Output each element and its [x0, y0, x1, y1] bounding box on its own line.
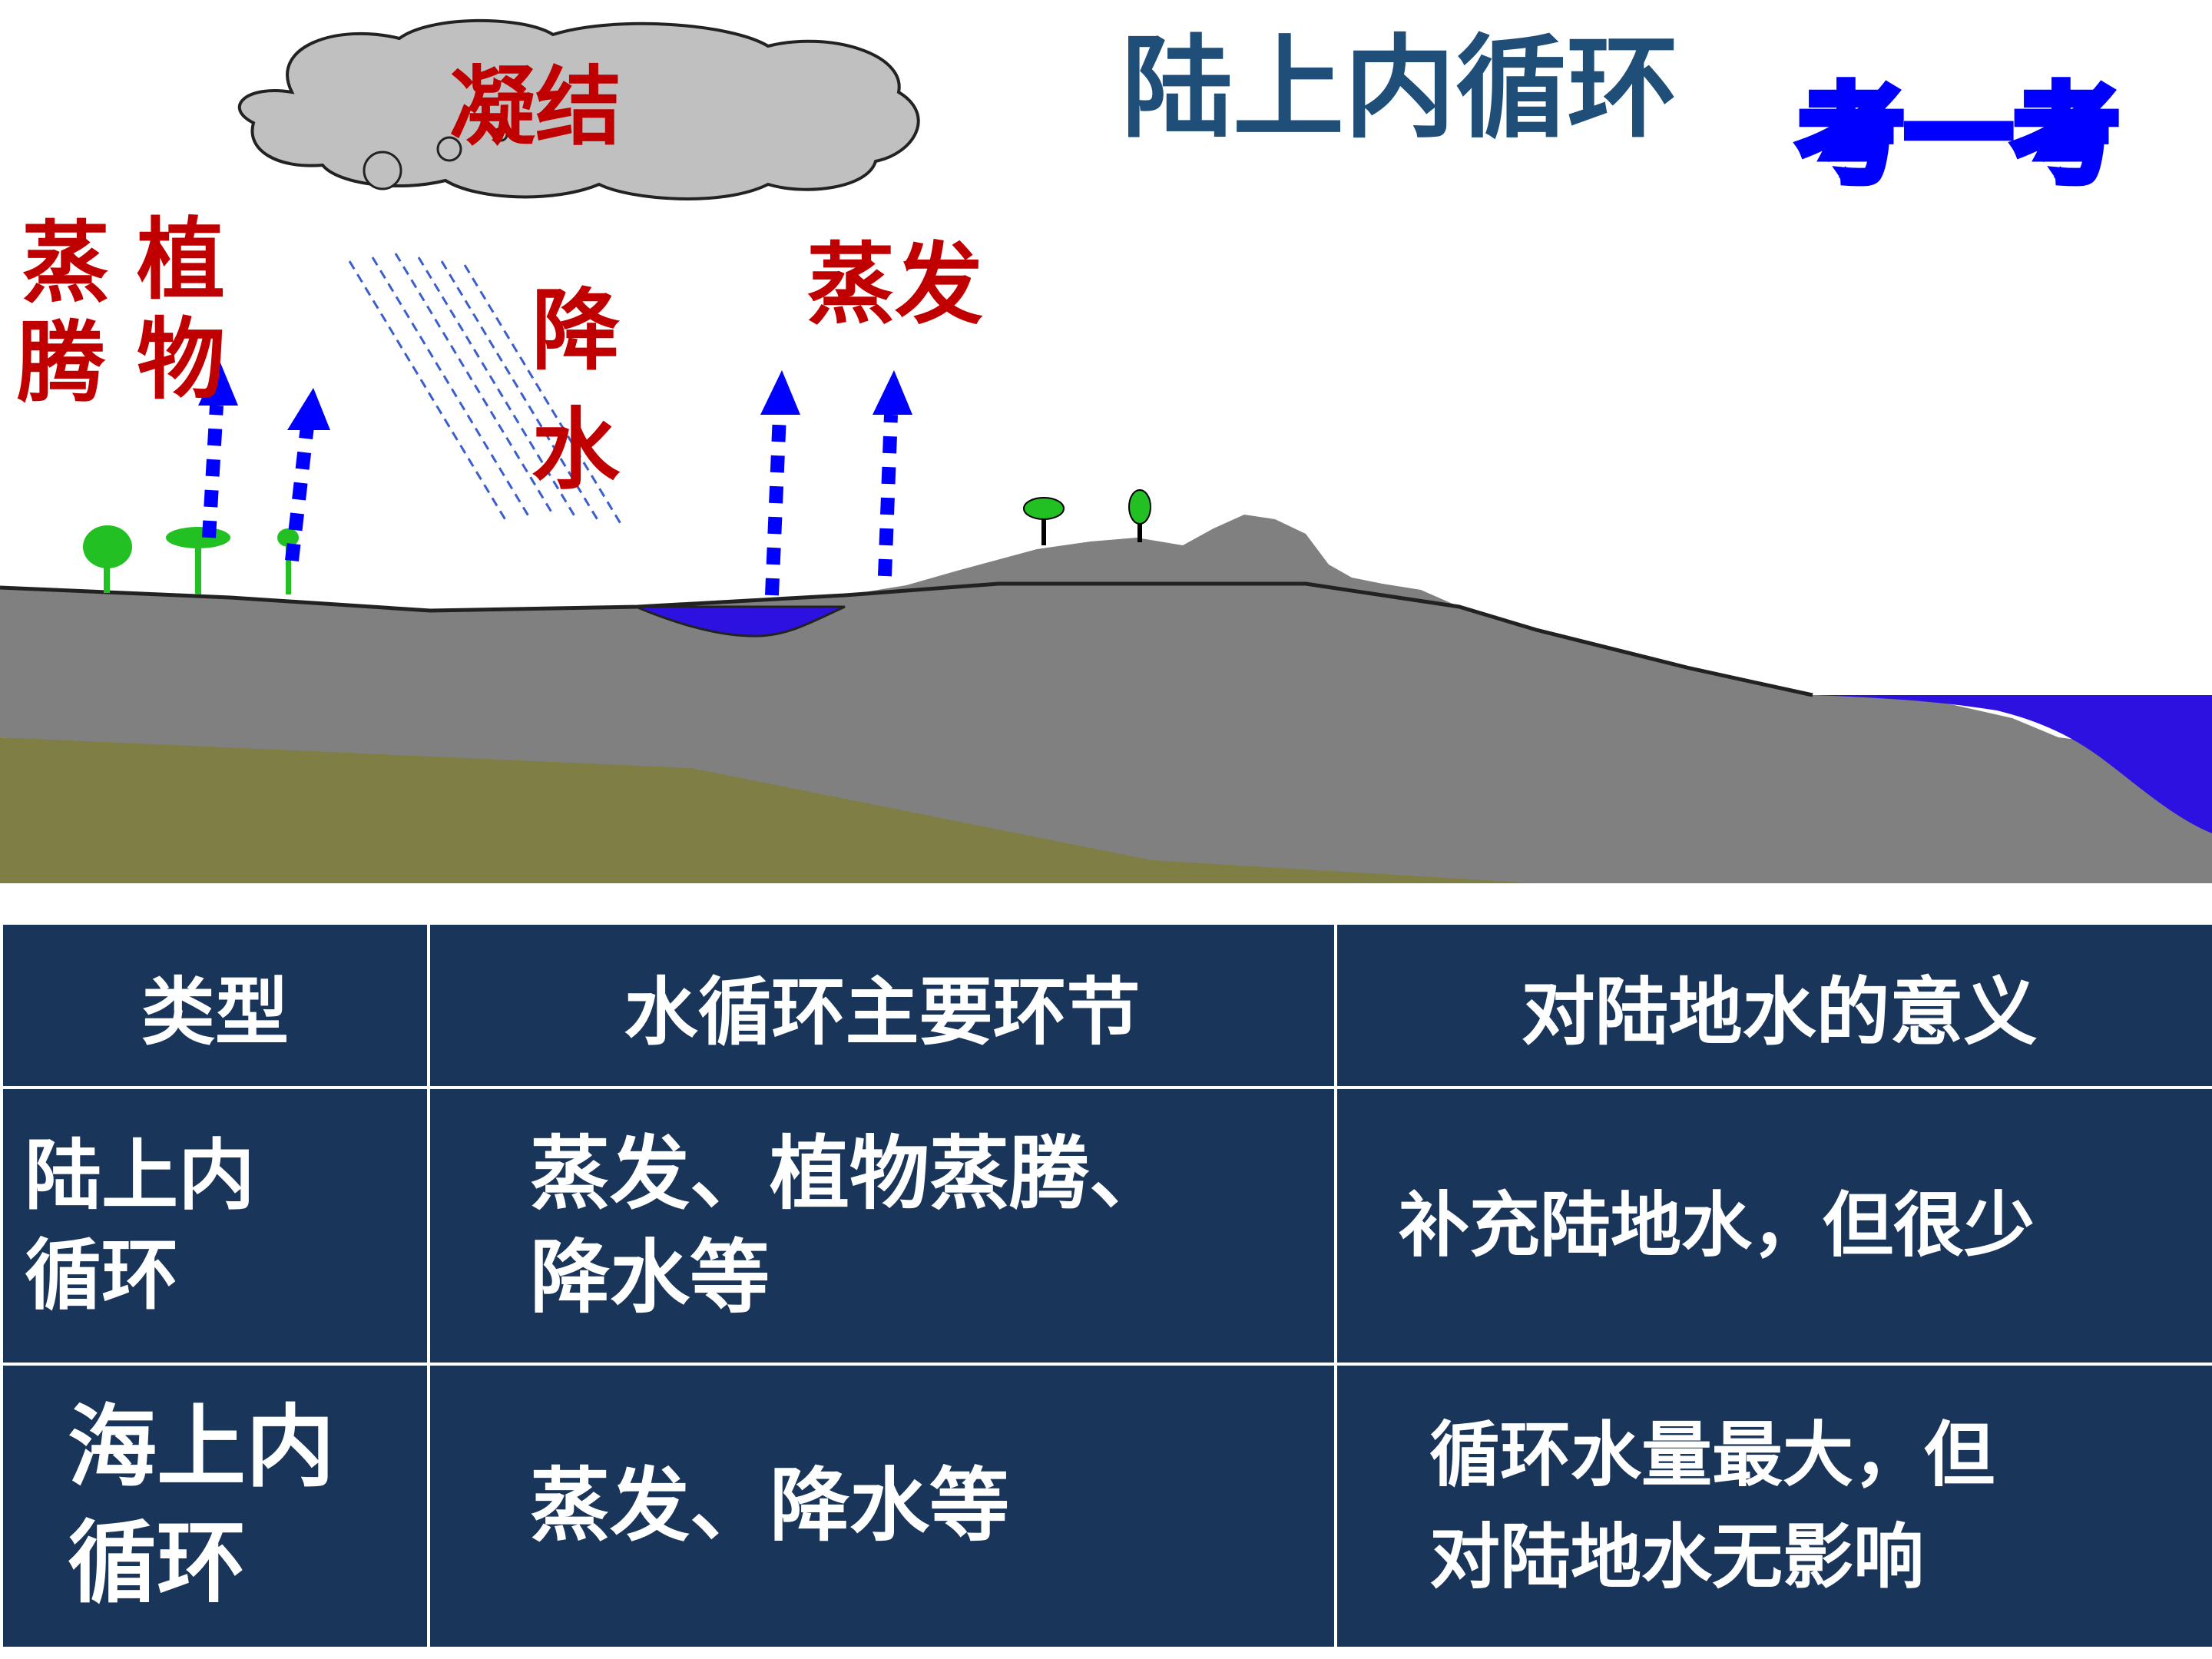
cell-line: 补充陆地水，但很少	[1399, 1184, 2035, 1267]
tree-icon	[277, 528, 299, 594]
plant-label-line2: 物	[137, 308, 225, 412]
header-type: 类型	[0, 922, 430, 1089]
cell-line: 循环	[25, 1230, 178, 1320]
cloud-bubble	[363, 151, 402, 190]
water-cycle-diagram: 凝结 蒸 腾 植 物 降 水 蒸发 陆上内循环 考一考	[0, 18, 2212, 883]
transpiration-label-line2: 腾	[17, 311, 106, 415]
tree-icon	[1128, 489, 1151, 542]
transpiration-label-line1: 蒸	[22, 211, 110, 315]
cell-meaning: 循环水量最大，但 对陆地水无影响	[1334, 1363, 2212, 1650]
tree-icon	[83, 525, 132, 593]
cloud-bubble	[436, 136, 462, 162]
table-row: 陆上内 循环 蒸发、植物蒸腾、 降水等 补充陆地水，但很少	[0, 1086, 2212, 1366]
rain-lines	[348, 253, 624, 527]
summary-table: 类型 水循环主要环节 对陆地水的意义 陆上内 循环 蒸发、植物蒸腾、 降水等 补…	[0, 922, 2212, 1650]
cell-line: 循环	[68, 1512, 246, 1615]
plant-label-line1: 植	[137, 208, 225, 312]
land-outline	[0, 581, 1813, 697]
land-surface	[0, 515, 2212, 883]
up-arrow-icon	[873, 370, 912, 577]
cell-line: 海上内	[68, 1396, 335, 1500]
cell-links: 蒸发、降水等	[427, 1363, 1337, 1650]
tree-icon	[1023, 497, 1065, 545]
up-arrow-icon	[285, 388, 330, 562]
tree-icon	[166, 527, 230, 594]
cell-links: 蒸发、植物蒸腾、 降水等	[427, 1086, 1337, 1366]
cell-line: 蒸发、降水等	[530, 1459, 1010, 1553]
table-row: 海上内 循环 蒸发、降水等 循环水量最大，但 对陆地水无影响	[0, 1363, 2212, 1650]
cloud-icon	[237, 18, 920, 200]
cell-type: 海上内 循环	[0, 1363, 430, 1650]
evaporation-label: 蒸发	[806, 233, 983, 336]
table-header-row: 类型 水循环主要环节 对陆地水的意义	[0, 922, 2212, 1089]
up-arrow-icon	[198, 361, 238, 538]
cloud-bubble	[493, 127, 508, 142]
precipitation-label-line1: 降	[531, 279, 620, 382]
header-meaning: 对陆地水的意义	[1334, 922, 2212, 1089]
cell-line: 降水等	[530, 1230, 770, 1324]
up-arrow-icon	[760, 370, 800, 596]
cell-type: 陆上内 循环	[0, 1086, 430, 1366]
ocean	[1813, 695, 2212, 833]
quiz-badge: 考一考	[1797, 74, 2120, 199]
cell-line: 蒸发、植物蒸腾、	[530, 1126, 1170, 1220]
cell-line: 对陆地水无影响	[1429, 1515, 1925, 1598]
page-title: 陆上内循环	[1121, 24, 1678, 154]
cell-meaning: 补充陆地水，但很少	[1334, 1086, 2212, 1366]
condensation-label: 凝结	[449, 58, 621, 157]
cell-line: 陆上内	[25, 1131, 255, 1220]
precipitation-label-line2: 水	[531, 398, 621, 502]
header-links: 水循环主要环节	[427, 922, 1337, 1089]
lake	[635, 605, 846, 637]
cell-line: 循环水量最大，但	[1429, 1412, 1995, 1496]
